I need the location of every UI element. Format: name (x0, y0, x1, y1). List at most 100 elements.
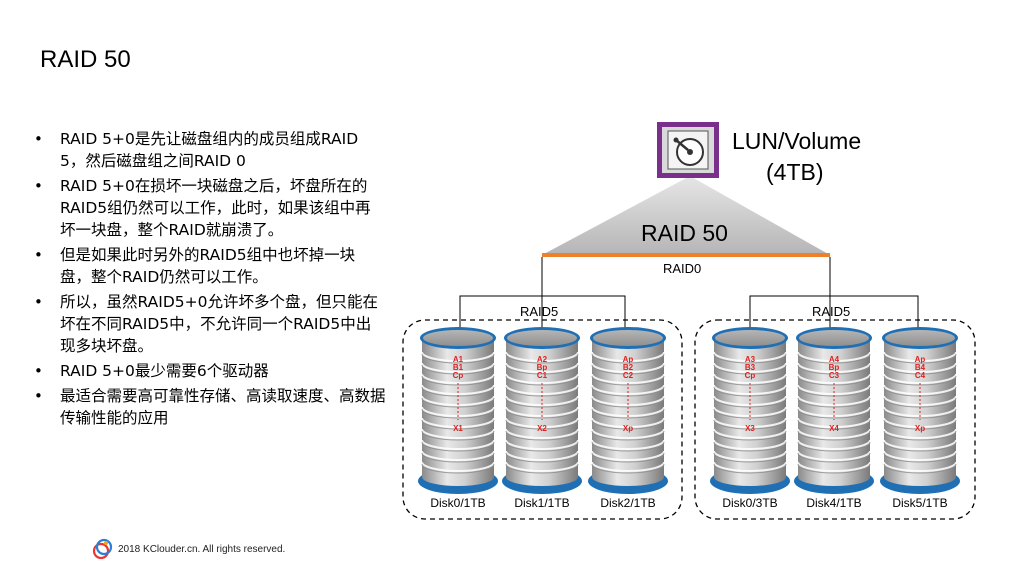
disk-stripe-shadow (797, 463, 871, 474)
disk-stripe (591, 450, 665, 461)
disk-stripe (421, 461, 495, 472)
disk-bottom (592, 468, 664, 486)
disk-block-label: Bp (829, 363, 840, 372)
disk-stripe-shadow (591, 441, 665, 452)
disk-stripe (591, 373, 665, 384)
disk-stripe (797, 351, 871, 362)
disk-block-label: Ap (623, 355, 634, 364)
disk-block-label: B4 (915, 363, 926, 372)
disk-stripe (713, 450, 787, 461)
disk-stripe-shadow (505, 452, 579, 463)
disk-stripe (797, 439, 871, 450)
disk-stripe-shadow (505, 430, 579, 441)
disk-stripe-shadow (713, 408, 787, 419)
disk-stripe-shadow (421, 408, 495, 419)
bullet-item: RAID 5+0最少需要6个驱动器 (34, 360, 386, 382)
slide-title: RAID 50 (40, 46, 131, 73)
disk-stripe-shadow (883, 441, 957, 452)
disk-top (423, 330, 493, 346)
disk-name: Disk5/1TB (892, 496, 947, 510)
disk-stripe-shadow (421, 452, 495, 463)
disk-stripe (883, 417, 957, 428)
disk-stripe-shadow (591, 430, 665, 441)
bullet-item: RAID 5+0在损坏一块磁盘之后，坏盘所在的RAID5组仍然可以工作，此时，如… (34, 175, 386, 241)
disk-stripe-shadow (883, 353, 957, 364)
disk-stripe-shadow (797, 441, 871, 452)
disk-stripe-shadow (421, 419, 495, 430)
disk-top (799, 330, 869, 346)
footer: 2018 KClouder.cn. All rights reserved. (92, 538, 285, 560)
raid0-label: RAID0 (663, 261, 701, 276)
disk-stripe-shadow (421, 463, 495, 474)
raid0-bar (542, 253, 830, 257)
disk-stripe-shadow (713, 441, 787, 452)
disk-block-label: Bp (537, 363, 548, 372)
disk-last-block-label: X4 (829, 424, 839, 433)
disk-stripe (883, 428, 957, 439)
disk-stripe (421, 351, 495, 362)
disk-block-label: A4 (829, 355, 840, 364)
disk-bottom (422, 468, 494, 486)
disk-block-label: Cp (745, 371, 756, 380)
disk-stripe (505, 373, 579, 384)
disk-stripe-shadow (713, 430, 787, 441)
disk-stripe (883, 450, 957, 461)
disk-stripe (421, 417, 495, 428)
disk-name: Disk1/1TB (514, 496, 569, 510)
disk-stripe (797, 384, 871, 395)
disk-block-label: B2 (623, 363, 634, 372)
disk-stripe (591, 351, 665, 362)
disk-stripe-shadow (421, 397, 495, 408)
disk-block-label: C3 (829, 371, 840, 380)
disk-last-block-label: X3 (745, 424, 755, 433)
disk-stripe-shadow (591, 419, 665, 430)
lun-label-line2: (4TB) (766, 159, 824, 185)
raid5-label-right: RAID5 (812, 304, 850, 319)
disk-stripe-shadow (505, 397, 579, 408)
disk-stripe (713, 362, 787, 373)
disk-stripe (797, 461, 871, 472)
disk-stripe-shadow (797, 419, 871, 430)
disk-stripe (713, 461, 787, 472)
disk-stripe-shadow (713, 397, 787, 408)
disk-stripe-shadow (797, 397, 871, 408)
disk-stripe-shadow (883, 397, 957, 408)
disk-stripe (713, 384, 787, 395)
raid5-label-left: RAID5 (520, 304, 558, 319)
disk-stripe-shadow (797, 353, 871, 364)
disk-last-block-label: X2 (537, 424, 547, 433)
disk-bottom (506, 468, 578, 486)
raid5-group-box-left (402, 319, 683, 520)
disk-stripe-shadow (421, 430, 495, 441)
disk-stripe (421, 373, 495, 384)
disk-stripe (883, 373, 957, 384)
disk-stripe-shadow (797, 452, 871, 463)
lun-label-line1: LUN/Volume (732, 128, 861, 154)
raid50-label: RAID 50 (641, 220, 728, 246)
disk-stripe-shadow (883, 430, 957, 441)
disk-name: Disk0/1TB (430, 496, 485, 510)
disk-stripe-shadow (591, 397, 665, 408)
disk-name: Disk0/3TB (722, 496, 777, 510)
kclouder-logo-icon (92, 538, 113, 560)
disk-stripe (797, 373, 871, 384)
disk-stripe (713, 439, 787, 450)
disk-stripe-shadow (713, 452, 787, 463)
disk-last-block-label: Xp (915, 424, 925, 433)
disk-bottom (714, 468, 786, 486)
disk-stripe-shadow (797, 364, 871, 375)
disk-stripe (505, 351, 579, 362)
disk-stripe (505, 428, 579, 439)
disk-name: Disk2/1TB (600, 496, 655, 510)
disk-stripe-shadow (883, 452, 957, 463)
disk-block-label: Cp (453, 371, 464, 380)
disk-stripe (421, 439, 495, 450)
disk-stripe (505, 362, 579, 373)
disk-stripe-shadow (505, 364, 579, 375)
disk-stripe-shadow (421, 364, 495, 375)
